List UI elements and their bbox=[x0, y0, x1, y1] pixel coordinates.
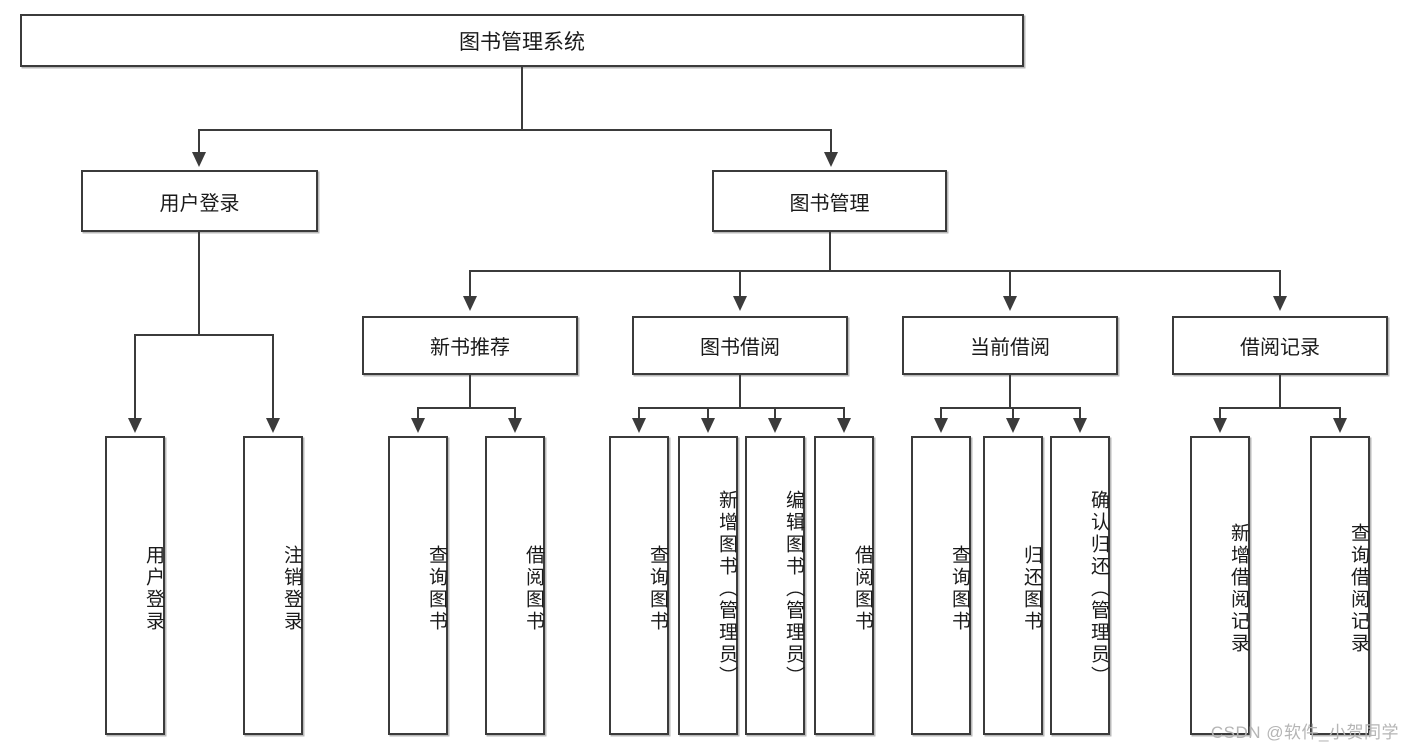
arrowhead-bm-to-l3-3 bbox=[1003, 296, 1017, 311]
connector-nbr-bar bbox=[417, 407, 515, 409]
arrowhead-bb-leaf-4 bbox=[837, 418, 851, 433]
node-label: 查询图书 bbox=[949, 544, 970, 633]
node-label: 借阅图书 bbox=[852, 544, 873, 633]
leaf-user-logout[interactable]: 注销登录 bbox=[243, 436, 303, 735]
arrowhead-bm-to-l3-1 bbox=[463, 296, 477, 311]
arrowhead-br-leaf-1 bbox=[1213, 418, 1227, 433]
arrowhead-bm-to-l3-4 bbox=[1273, 296, 1287, 311]
node-label: 新书推荐 bbox=[430, 337, 510, 359]
leaf-return-book[interactable]: 归还图书 bbox=[983, 436, 1043, 735]
node-label: 借阅记录 bbox=[1240, 337, 1320, 359]
leaf-edit-book-admin[interactable]: 编辑图书（管理员） bbox=[745, 436, 805, 735]
leaf-user-login[interactable]: 用户登录 bbox=[105, 436, 165, 735]
arrowhead-br-leaf-2 bbox=[1333, 418, 1347, 433]
connector-br-stem bbox=[1279, 375, 1281, 409]
node-label: 图书管理系统 bbox=[459, 30, 585, 54]
connector-nbr-leaf-1 bbox=[417, 407, 419, 420]
node-label: 图书管理 bbox=[789, 192, 870, 215]
connector-user-login-to-leaf-1 bbox=[134, 334, 136, 420]
arrowhead-root-to-book-manage bbox=[824, 152, 838, 167]
node-book-borrow[interactable]: 图书借阅 bbox=[632, 316, 848, 375]
node-label: 注销登录 bbox=[281, 544, 302, 633]
connector-book-manage-bar bbox=[469, 270, 1281, 272]
connector-bb-leaf-2 bbox=[707, 407, 709, 420]
connector-cb-leaf-3 bbox=[1079, 407, 1081, 420]
node-book-management-system[interactable]: 图书管理系统 bbox=[20, 14, 1024, 67]
node-current-borrow[interactable]: 当前借阅 bbox=[902, 316, 1118, 375]
connector-bm-to-l3-3 bbox=[1009, 270, 1011, 298]
leaf-confirm-return-admin[interactable]: 确认归还（管理员） bbox=[1050, 436, 1110, 735]
connector-root-stem bbox=[521, 67, 523, 130]
leaf-add-borrow-record[interactable]: 新增借阅记录 bbox=[1190, 436, 1250, 735]
connector-cb-leaf-1 bbox=[940, 407, 942, 420]
connector-root-to-user-login bbox=[198, 129, 200, 154]
node-label: 新增图书（管理员） bbox=[716, 489, 737, 688]
node-label: 查询图书 bbox=[647, 544, 668, 633]
connector-br-leaf-1 bbox=[1219, 407, 1221, 420]
node-label: 当前借阅 bbox=[970, 337, 1050, 359]
node-label: 借阅图书 bbox=[523, 544, 544, 633]
arrowhead-nbr-leaf-1 bbox=[411, 418, 425, 433]
leaf-query-book-borrow[interactable]: 查询图书 bbox=[609, 436, 669, 735]
arrowhead-cb-leaf-1 bbox=[934, 418, 948, 433]
connector-cb-leaf-2 bbox=[1012, 407, 1014, 420]
connector-bb-leaf-3 bbox=[774, 407, 776, 420]
arrowhead-bm-to-l3-2 bbox=[733, 296, 747, 311]
connector-cb-bar bbox=[940, 407, 1080, 409]
node-borrow-record[interactable]: 借阅记录 bbox=[1172, 316, 1388, 375]
arrowhead-cb-leaf-2 bbox=[1006, 418, 1020, 433]
node-label: 归还图书 bbox=[1021, 544, 1042, 633]
connector-bb-stem bbox=[739, 375, 741, 409]
node-label: 查询图书 bbox=[426, 544, 447, 633]
connector-user-login-to-leaf-2 bbox=[272, 334, 274, 420]
connector-root-bar bbox=[198, 129, 832, 131]
leaf-borrow-book[interactable]: 借阅图书 bbox=[814, 436, 874, 735]
connector-br-bar bbox=[1219, 407, 1341, 409]
node-label: 新增借阅记录 bbox=[1228, 522, 1249, 655]
connector-bm-to-l3-4 bbox=[1279, 270, 1281, 298]
connector-nbr-leaf-2 bbox=[514, 407, 516, 420]
node-label: 图书借阅 bbox=[700, 337, 780, 359]
arrowhead-bb-leaf-3 bbox=[768, 418, 782, 433]
node-label: 确认归还（管理员） bbox=[1088, 489, 1109, 688]
connector-root-to-book-manage bbox=[830, 129, 832, 154]
arrowhead-nbr-leaf-2 bbox=[508, 418, 522, 433]
connector-user-login-stem bbox=[198, 232, 200, 335]
connector-bb-leaf-1 bbox=[638, 407, 640, 420]
node-label: 查询借阅记录 bbox=[1348, 522, 1369, 655]
connector-bm-to-l3-2 bbox=[739, 270, 741, 298]
leaf-query-book-current[interactable]: 查询图书 bbox=[911, 436, 971, 735]
node-label: 编辑图书（管理员） bbox=[783, 489, 804, 688]
connector-bb-bar bbox=[638, 407, 844, 409]
connector-book-manage-stem bbox=[829, 232, 831, 272]
node-label: 用户登录 bbox=[159, 192, 240, 215]
connector-br-leaf-2 bbox=[1339, 407, 1341, 420]
connector-nbr-stem bbox=[469, 375, 471, 409]
node-label: 用户登录 bbox=[143, 544, 164, 633]
connector-bm-to-l3-1 bbox=[469, 270, 471, 298]
leaf-add-book-admin[interactable]: 新增图书（管理员） bbox=[678, 436, 738, 735]
arrowhead-bb-leaf-1 bbox=[632, 418, 646, 433]
node-book-management[interactable]: 图书管理 bbox=[712, 170, 947, 232]
node-user-login[interactable]: 用户登录 bbox=[81, 170, 318, 232]
arrowhead-root-to-user-login bbox=[192, 152, 206, 167]
leaf-query-borrow-record[interactable]: 查询借阅记录 bbox=[1310, 436, 1370, 735]
arrowhead-cb-leaf-3 bbox=[1073, 418, 1087, 433]
arrowhead-bb-leaf-2 bbox=[701, 418, 715, 433]
connector-cb-stem bbox=[1009, 375, 1011, 409]
connector-bb-leaf-4 bbox=[843, 407, 845, 420]
leaf-borrow-book-recommend[interactable]: 借阅图书 bbox=[485, 436, 545, 735]
arrowhead-user-login-leaf-2 bbox=[266, 418, 280, 433]
connector-user-login-bar bbox=[134, 334, 274, 336]
leaf-query-book-recommend[interactable]: 查询图书 bbox=[388, 436, 448, 735]
node-new-book-recommend[interactable]: 新书推荐 bbox=[362, 316, 578, 375]
arrowhead-user-login-leaf-1 bbox=[128, 418, 142, 433]
